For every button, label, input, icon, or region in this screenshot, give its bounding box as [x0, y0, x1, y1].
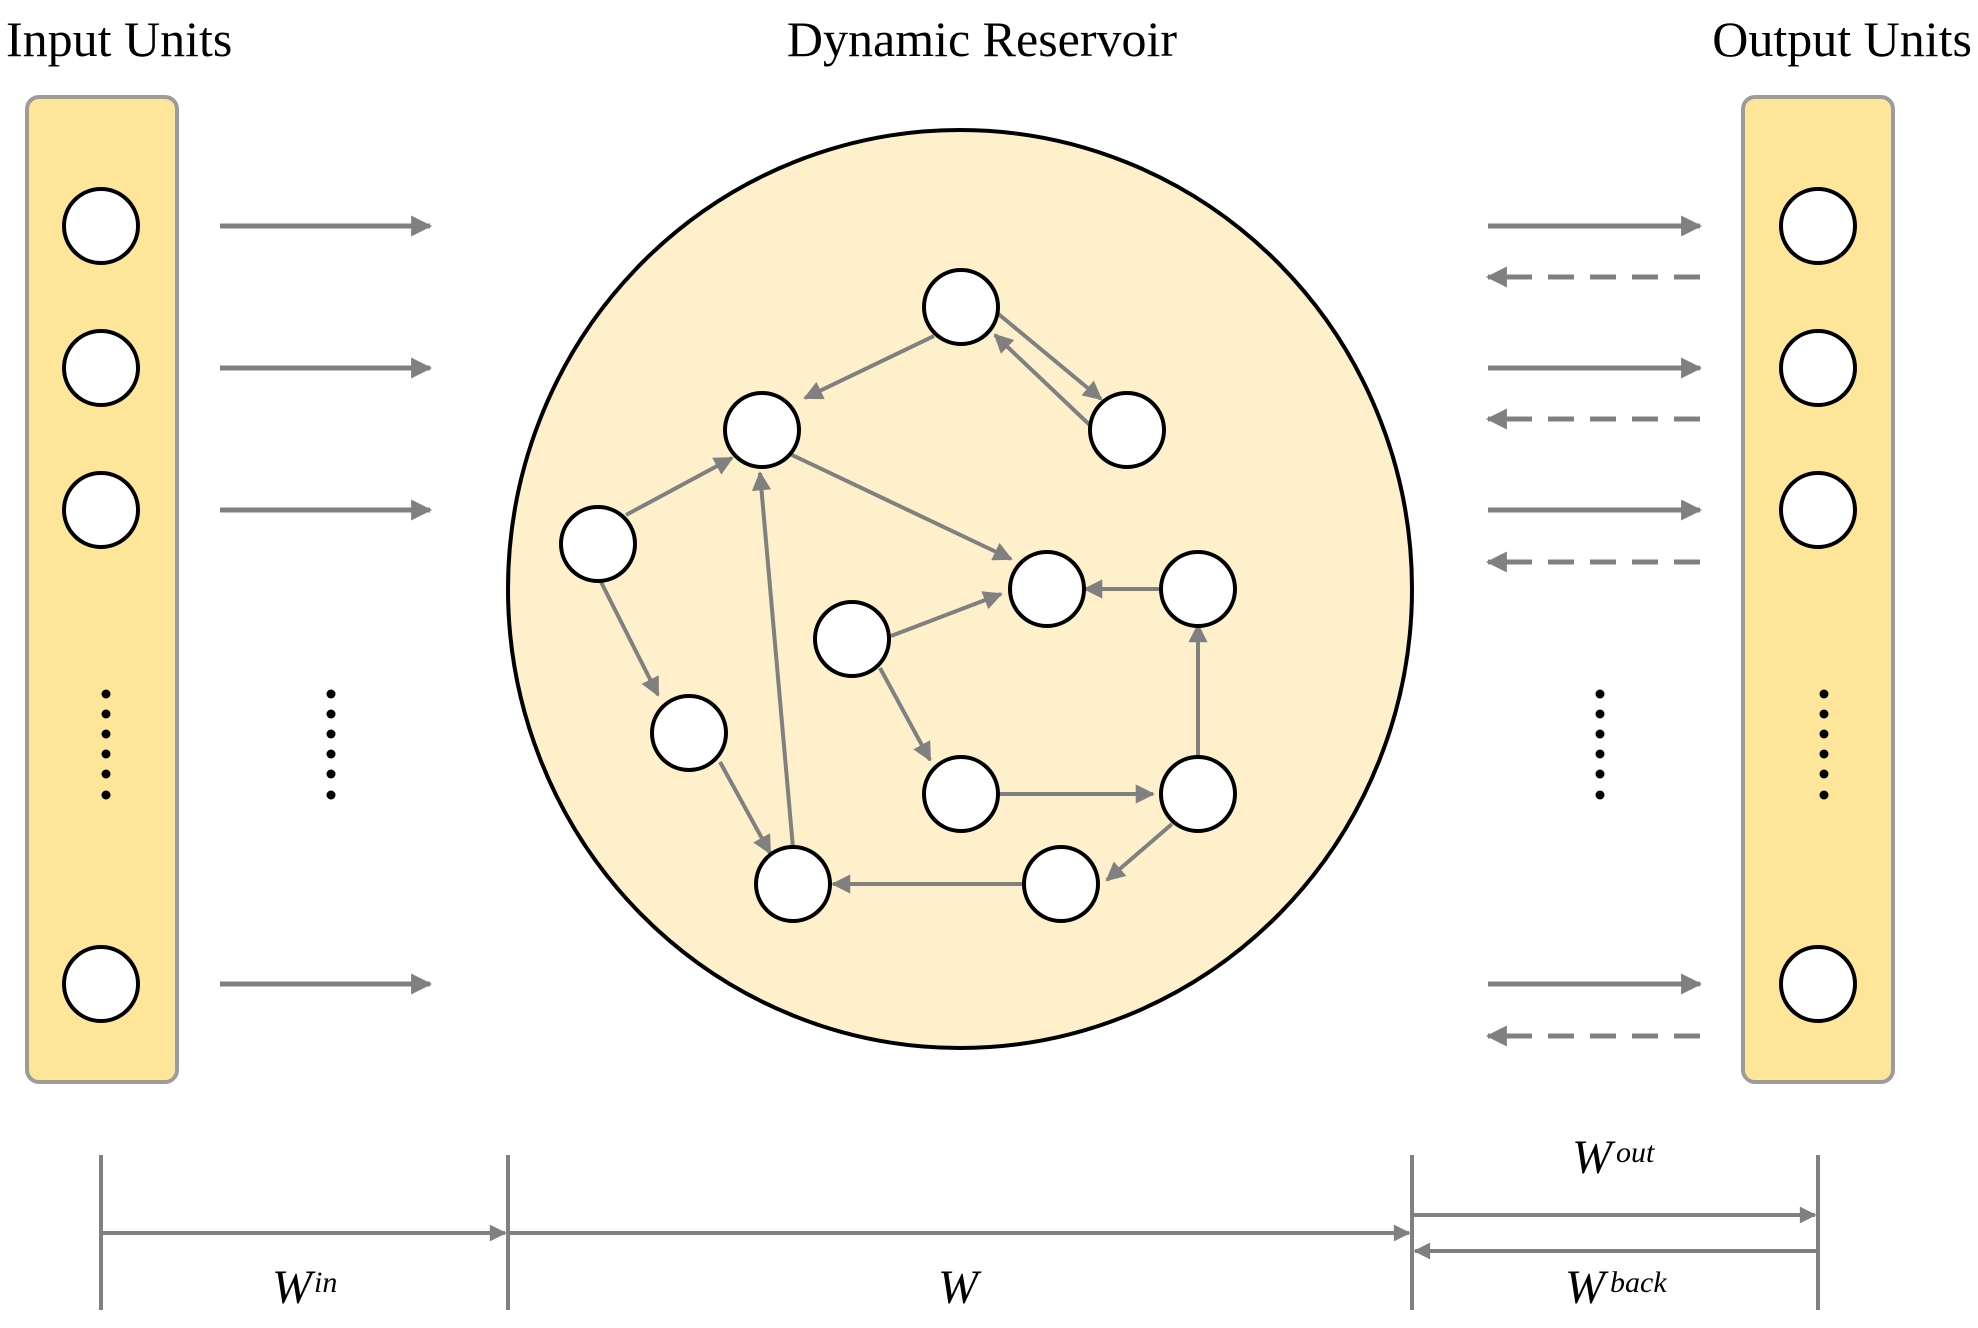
reservoir-nodes [559, 268, 1237, 923]
reservoir-edge [598, 579, 660, 697]
reservoir-node [1159, 755, 1237, 833]
feedback-arrows [1485, 266, 1700, 1047]
reservoir-node [723, 391, 801, 469]
reservoir-connections [598, 310, 1208, 894]
reservoir-node [922, 755, 1000, 833]
reservoir-node [650, 694, 728, 772]
w-back-sup: back [1610, 1266, 1667, 1299]
output-node [1779, 187, 1857, 265]
reservoir-edge [751, 471, 795, 849]
input-node [62, 187, 140, 265]
input-units-panel [25, 95, 179, 1084]
reservoir-edge [993, 333, 1097, 432]
reservoir-node [559, 505, 637, 583]
output-arrows [1488, 215, 1703, 995]
reservoir-edge [625, 456, 734, 517]
reservoir-edge [1105, 822, 1174, 882]
input-node [62, 471, 140, 549]
input-arrows [220, 215, 433, 995]
w-out-sup: out [1616, 1136, 1655, 1169]
w-out-base: W [1572, 1131, 1616, 1184]
reservoir-node [1088, 391, 1166, 469]
input-node [62, 329, 140, 407]
output-ellipsis-dots [1819, 689, 1829, 800]
input-node [62, 945, 140, 1023]
weight-brackets [99, 1155, 1820, 1310]
reservoir-edge [803, 334, 935, 400]
reservoir-node [754, 845, 832, 923]
input-ellipsis-dots [101, 689, 111, 800]
reservoir-edge [890, 591, 1003, 638]
reservoir-node [1159, 550, 1237, 628]
w-res-base: W [938, 1261, 982, 1314]
w-in-base: W [272, 1261, 316, 1314]
w-in-sup: in [314, 1266, 337, 1299]
dynamic-reservoir [506, 128, 1414, 1050]
label-w-in: W in [272, 1261, 337, 1314]
output-units-panel [1741, 95, 1895, 1084]
reservoir-node [1022, 845, 1100, 923]
output-units-title: Output Units [1712, 11, 1972, 67]
label-w-out: W out [1572, 1131, 1655, 1184]
output-arrows-ellipsis [1595, 689, 1605, 800]
reservoir-node [1008, 550, 1086, 628]
reservoir-edge [718, 761, 772, 855]
output-node [1779, 471, 1857, 549]
input-arrows-ellipsis [326, 689, 336, 800]
label-w: W [938, 1261, 982, 1314]
reservoir-node [813, 600, 891, 678]
w-back-base: W [1565, 1261, 1609, 1314]
reservoir-boundary [506, 128, 1414, 1050]
reservoir-node [922, 268, 1000, 346]
input-units-title: Input Units [6, 11, 232, 67]
output-node [1779, 945, 1857, 1023]
output-node [1779, 329, 1857, 407]
reservoir-edge [994, 310, 1103, 401]
label-w-back: W back [1565, 1261, 1667, 1314]
reservoir-edge [878, 667, 932, 762]
reservoir-edge [789, 452, 1013, 561]
reservoir-title: Dynamic Reservoir [787, 11, 1178, 67]
